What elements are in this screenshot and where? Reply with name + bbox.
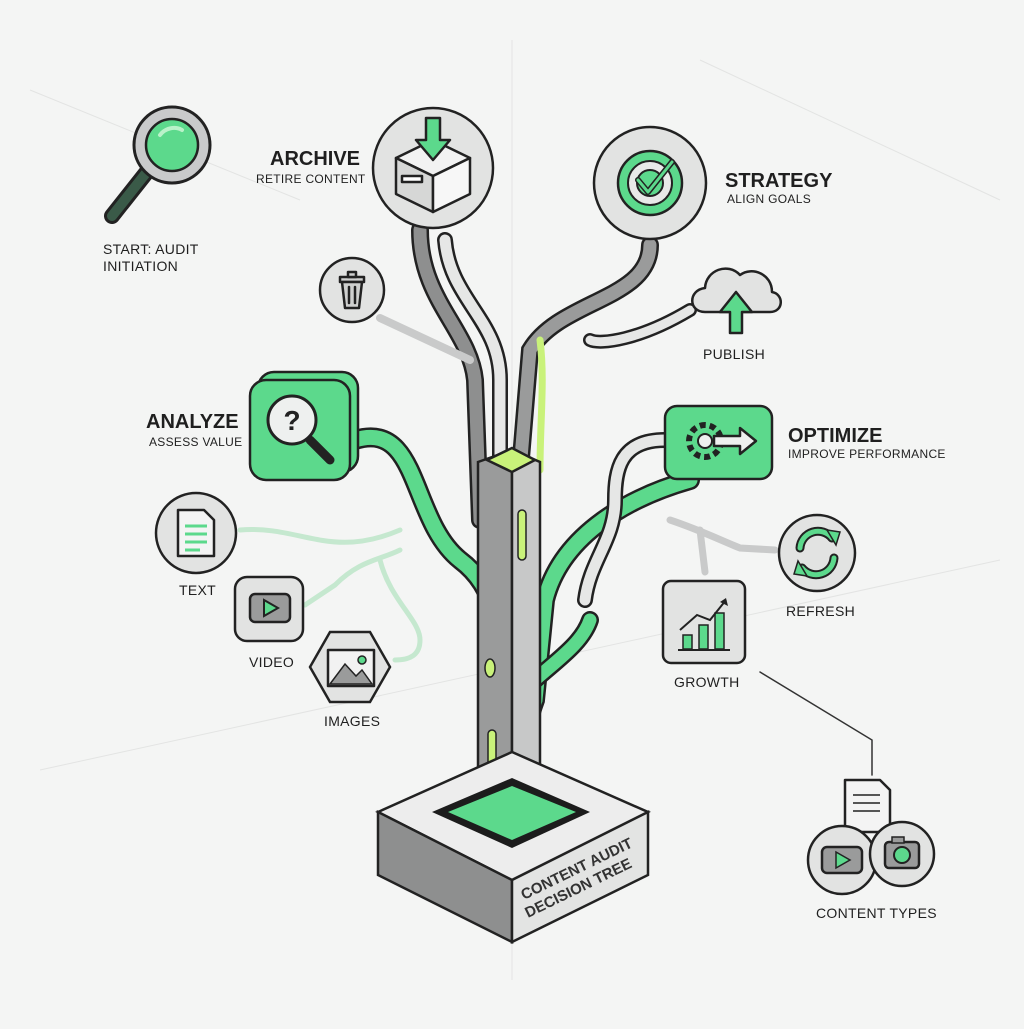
video-label: VIDEO	[249, 654, 294, 670]
archive-subtitle: RETIRE CONTENT	[256, 172, 366, 186]
delete-node[interactable]	[318, 256, 386, 324]
refresh-node[interactable]: REFRESH	[777, 513, 857, 619]
images-node[interactable]: IMAGES	[308, 630, 392, 729]
strategy-subtitle: ALIGN GOALS	[727, 192, 811, 206]
content-types-label: CONTENT TYPES	[816, 905, 937, 921]
publish-node[interactable]: PUBLISH	[691, 267, 782, 362]
archive-node[interactable]: ARCHIVE RETIRE CONTENT	[256, 106, 495, 230]
question-magnifier-icon: ?	[266, 394, 335, 465]
optimize-subtitle: IMPROVE PERFORMANCE	[788, 447, 946, 461]
refresh-label: REFRESH	[786, 603, 855, 619]
archive-title: ARCHIVE	[270, 148, 360, 170]
cloud-upload-icon	[691, 267, 782, 335]
images-label: IMAGES	[324, 713, 380, 729]
document-icon	[176, 508, 216, 558]
analyze-node[interactable]: ? ANALYZE ASSESS VALUE	[146, 370, 360, 482]
text-label: TEXT	[179, 582, 216, 598]
play-icon	[248, 592, 292, 624]
gear-arrow-icon	[686, 422, 758, 460]
start-label-line2: INITIATION	[103, 258, 178, 274]
growth-label: GROWTH	[674, 674, 740, 690]
trash-icon	[338, 270, 366, 310]
strategy-title: STRATEGY	[725, 170, 833, 192]
start-node[interactable]: START: AUDIT INITIATION	[103, 105, 212, 274]
optimize-title: OPTIMIZE	[788, 425, 882, 447]
refresh-icon	[793, 526, 841, 580]
branch-connectors	[237, 221, 873, 840]
base-pedestal: CONTENT AUDIT DECISION TREE	[375, 750, 651, 945]
content-types-icon	[806, 778, 936, 896]
text-node[interactable]: TEXT	[154, 491, 238, 598]
publish-label: PUBLISH	[703, 346, 765, 362]
svg-text:?: ?	[283, 405, 300, 436]
growth-chart-icon	[678, 598, 730, 651]
optimize-node[interactable]: OPTIMIZE IMPROVE PERFORMANCE	[663, 404, 946, 481]
content-types-node[interactable]: CONTENT TYPES	[806, 778, 937, 921]
magnifier-icon	[104, 105, 212, 224]
target-check-icon	[616, 149, 684, 217]
image-icon	[326, 648, 376, 688]
video-node[interactable]: VIDEO	[233, 575, 305, 670]
analyze-subtitle: ASSESS VALUE	[149, 435, 242, 449]
strategy-node[interactable]: STRATEGY ALIGN GOALS	[592, 125, 833, 241]
growth-node[interactable]: GROWTH	[661, 579, 747, 690]
start-label-line1: START: AUDIT	[103, 241, 199, 257]
archive-box-icon	[394, 116, 472, 214]
analyze-title: ANALYZE	[146, 411, 239, 433]
